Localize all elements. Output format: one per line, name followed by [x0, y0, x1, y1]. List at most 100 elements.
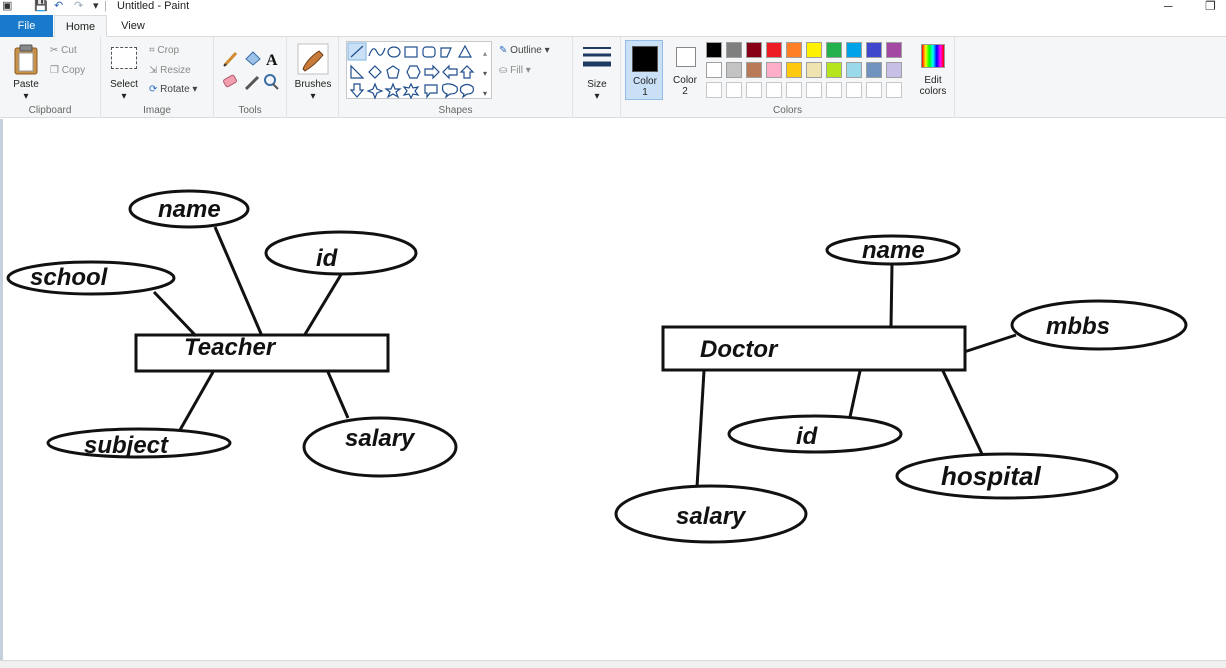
- five-point-star-shape-icon[interactable]: [384, 82, 402, 99]
- gallery-down-icon[interactable]: ▾: [483, 69, 487, 78]
- left-arrow-shape-icon[interactable]: [442, 64, 458, 80]
- resize-button[interactable]: ⇲ Resize: [149, 65, 191, 77]
- select-button[interactable]: Select ▾: [107, 41, 141, 102]
- tab-file[interactable]: File: [0, 15, 53, 37]
- palette-swatch[interactable]: [746, 42, 762, 58]
- palette-swatch[interactable]: [826, 42, 842, 58]
- palette-swatch[interactable]: [706, 62, 722, 78]
- custom-color-slot[interactable]: [846, 82, 862, 98]
- custom-color-slot[interactable]: [726, 82, 742, 98]
- pencil-icon[interactable]: [223, 51, 238, 67]
- palette-swatch[interactable]: [786, 42, 802, 58]
- title-bar: ▣ 💾 ↶ ↷ ▾ | Untitled - Paint ─ ❐: [0, 0, 1226, 14]
- edit-colors-button[interactable]: Edit colors: [913, 40, 953, 100]
- undo-icon[interactable]: ↶: [54, 0, 64, 12]
- shapes-gallery[interactable]: ▴ ▾ ▾: [346, 41, 492, 100]
- select-label: Select: [110, 79, 138, 90]
- tab-view[interactable]: View: [121, 20, 145, 32]
- palette-swatch[interactable]: [726, 62, 742, 78]
- rectangle-shape-icon[interactable]: [404, 46, 418, 58]
- edit-colors-label-1: Edit: [924, 75, 942, 86]
- size-button[interactable]: Size ▾: [577, 41, 617, 102]
- status-bar: [0, 660, 1226, 668]
- gallery-expand-icon[interactable]: ▾: [483, 89, 487, 98]
- paste-button[interactable]: Paste ▾: [6, 41, 46, 102]
- custom-color-slot[interactable]: [886, 82, 902, 98]
- palette-swatch[interactable]: [886, 62, 902, 78]
- palette-swatch[interactable]: [766, 62, 782, 78]
- outline-icon: ✎: [499, 45, 508, 56]
- custom-color-slot[interactable]: [866, 82, 882, 98]
- color-picker-icon[interactable]: [244, 75, 260, 91]
- image-group: Select ▾ ⌗ Crop ⇲ Resize ⟳ Rotate ▾ Imag…: [101, 37, 214, 118]
- custom-color-slot[interactable]: [706, 82, 722, 98]
- palette-swatch[interactable]: [786, 62, 802, 78]
- save-icon[interactable]: 💾: [34, 0, 48, 12]
- ribbon: Paste ▾ ✂ Cut ❐ Copy Clipboard Select ▾ …: [0, 37, 1226, 118]
- palette-swatch[interactable]: [726, 42, 742, 58]
- palette-swatch[interactable]: [866, 42, 882, 58]
- oval-callout-shape-icon[interactable]: [441, 83, 458, 99]
- gallery-up-icon[interactable]: ▴: [483, 49, 487, 58]
- four-point-star-shape-icon[interactable]: [366, 82, 384, 100]
- cut-button[interactable]: ✂ Cut: [50, 45, 77, 57]
- down-arrow-shape-icon[interactable]: [349, 83, 365, 98]
- triangle-shape-icon[interactable]: [457, 44, 473, 58]
- quick-access-dropdown-icon[interactable]: ▾: [93, 0, 99, 12]
- six-point-star-shape-icon[interactable]: [402, 82, 420, 100]
- eraser-icon[interactable]: [223, 74, 237, 88]
- minimize-button[interactable]: ─: [1164, 0, 1173, 13]
- diamond-shape-icon[interactable]: [368, 65, 382, 79]
- palette-swatch[interactable]: [806, 62, 822, 78]
- color1-button[interactable]: Color 1: [625, 40, 663, 100]
- rotate-button[interactable]: ⟳ Rotate ▾: [149, 84, 197, 96]
- palette-swatch[interactable]: [886, 42, 902, 58]
- right-arrow-shape-icon[interactable]: [424, 64, 440, 80]
- redo-icon[interactable]: ↷: [74, 0, 84, 12]
- paste-label: Paste: [13, 79, 39, 90]
- curve-shape-icon[interactable]: [368, 47, 386, 57]
- brushes-group: Brushes ▾: [287, 37, 339, 118]
- oval-shape-icon[interactable]: [387, 46, 401, 58]
- hexagon-shape-icon[interactable]: [406, 65, 421, 79]
- drawing-canvas[interactable]: [0, 119, 1226, 660]
- polygon-shape-icon[interactable]: [440, 47, 452, 58]
- title-separator: |: [104, 0, 107, 12]
- tab-home[interactable]: Home: [54, 15, 107, 38]
- paste-icon: [14, 44, 38, 75]
- palette-swatch[interactable]: [766, 42, 782, 58]
- svg-text:A: A: [266, 52, 278, 69]
- cloud-callout-shape-icon[interactable]: [459, 83, 474, 99]
- pentagon-shape-icon[interactable]: [386, 65, 400, 79]
- custom-color-slot[interactable]: [806, 82, 822, 98]
- right-triangle-shape-icon[interactable]: [350, 64, 365, 79]
- crop-button[interactable]: ⌗ Crop: [149, 45, 179, 57]
- custom-color-slot[interactable]: [746, 82, 762, 98]
- custom-color-slot[interactable]: [786, 82, 802, 98]
- color2-button[interactable]: Color 2: [667, 40, 703, 100]
- brush-icon: [297, 43, 329, 75]
- restore-button[interactable]: ❐: [1205, 0, 1216, 13]
- magnifier-icon[interactable]: [264, 74, 279, 90]
- fill-button[interactable]: ⛀ Fill ▾: [499, 65, 531, 77]
- brushes-button[interactable]: Brushes ▾: [291, 41, 335, 102]
- paste-dropdown-icon: ▾: [23, 91, 29, 102]
- up-arrow-shape-icon[interactable]: [459, 65, 475, 79]
- palette-swatch[interactable]: [846, 42, 862, 58]
- custom-color-slot[interactable]: [766, 82, 782, 98]
- custom-color-slot[interactable]: [826, 82, 842, 98]
- palette-swatch[interactable]: [826, 62, 842, 78]
- text-icon[interactable]: A: [266, 52, 278, 69]
- rounded-rectangle-shape-icon[interactable]: [422, 46, 436, 58]
- outline-button[interactable]: ✎ Outline ▾: [499, 45, 550, 57]
- fill-bucket-icon[interactable]: [245, 51, 261, 66]
- palette-swatch[interactable]: [866, 62, 882, 78]
- palette-swatch[interactable]: [706, 42, 722, 58]
- copy-button[interactable]: ❐ Copy: [50, 65, 85, 77]
- brushes-dropdown-icon: ▾: [310, 91, 316, 102]
- palette-swatch[interactable]: [806, 42, 822, 58]
- palette-swatch[interactable]: [746, 62, 762, 78]
- palette-swatch[interactable]: [846, 62, 862, 78]
- rectangular-callout-shape-icon[interactable]: [424, 84, 438, 99]
- fill-label: Fill: [510, 65, 523, 76]
